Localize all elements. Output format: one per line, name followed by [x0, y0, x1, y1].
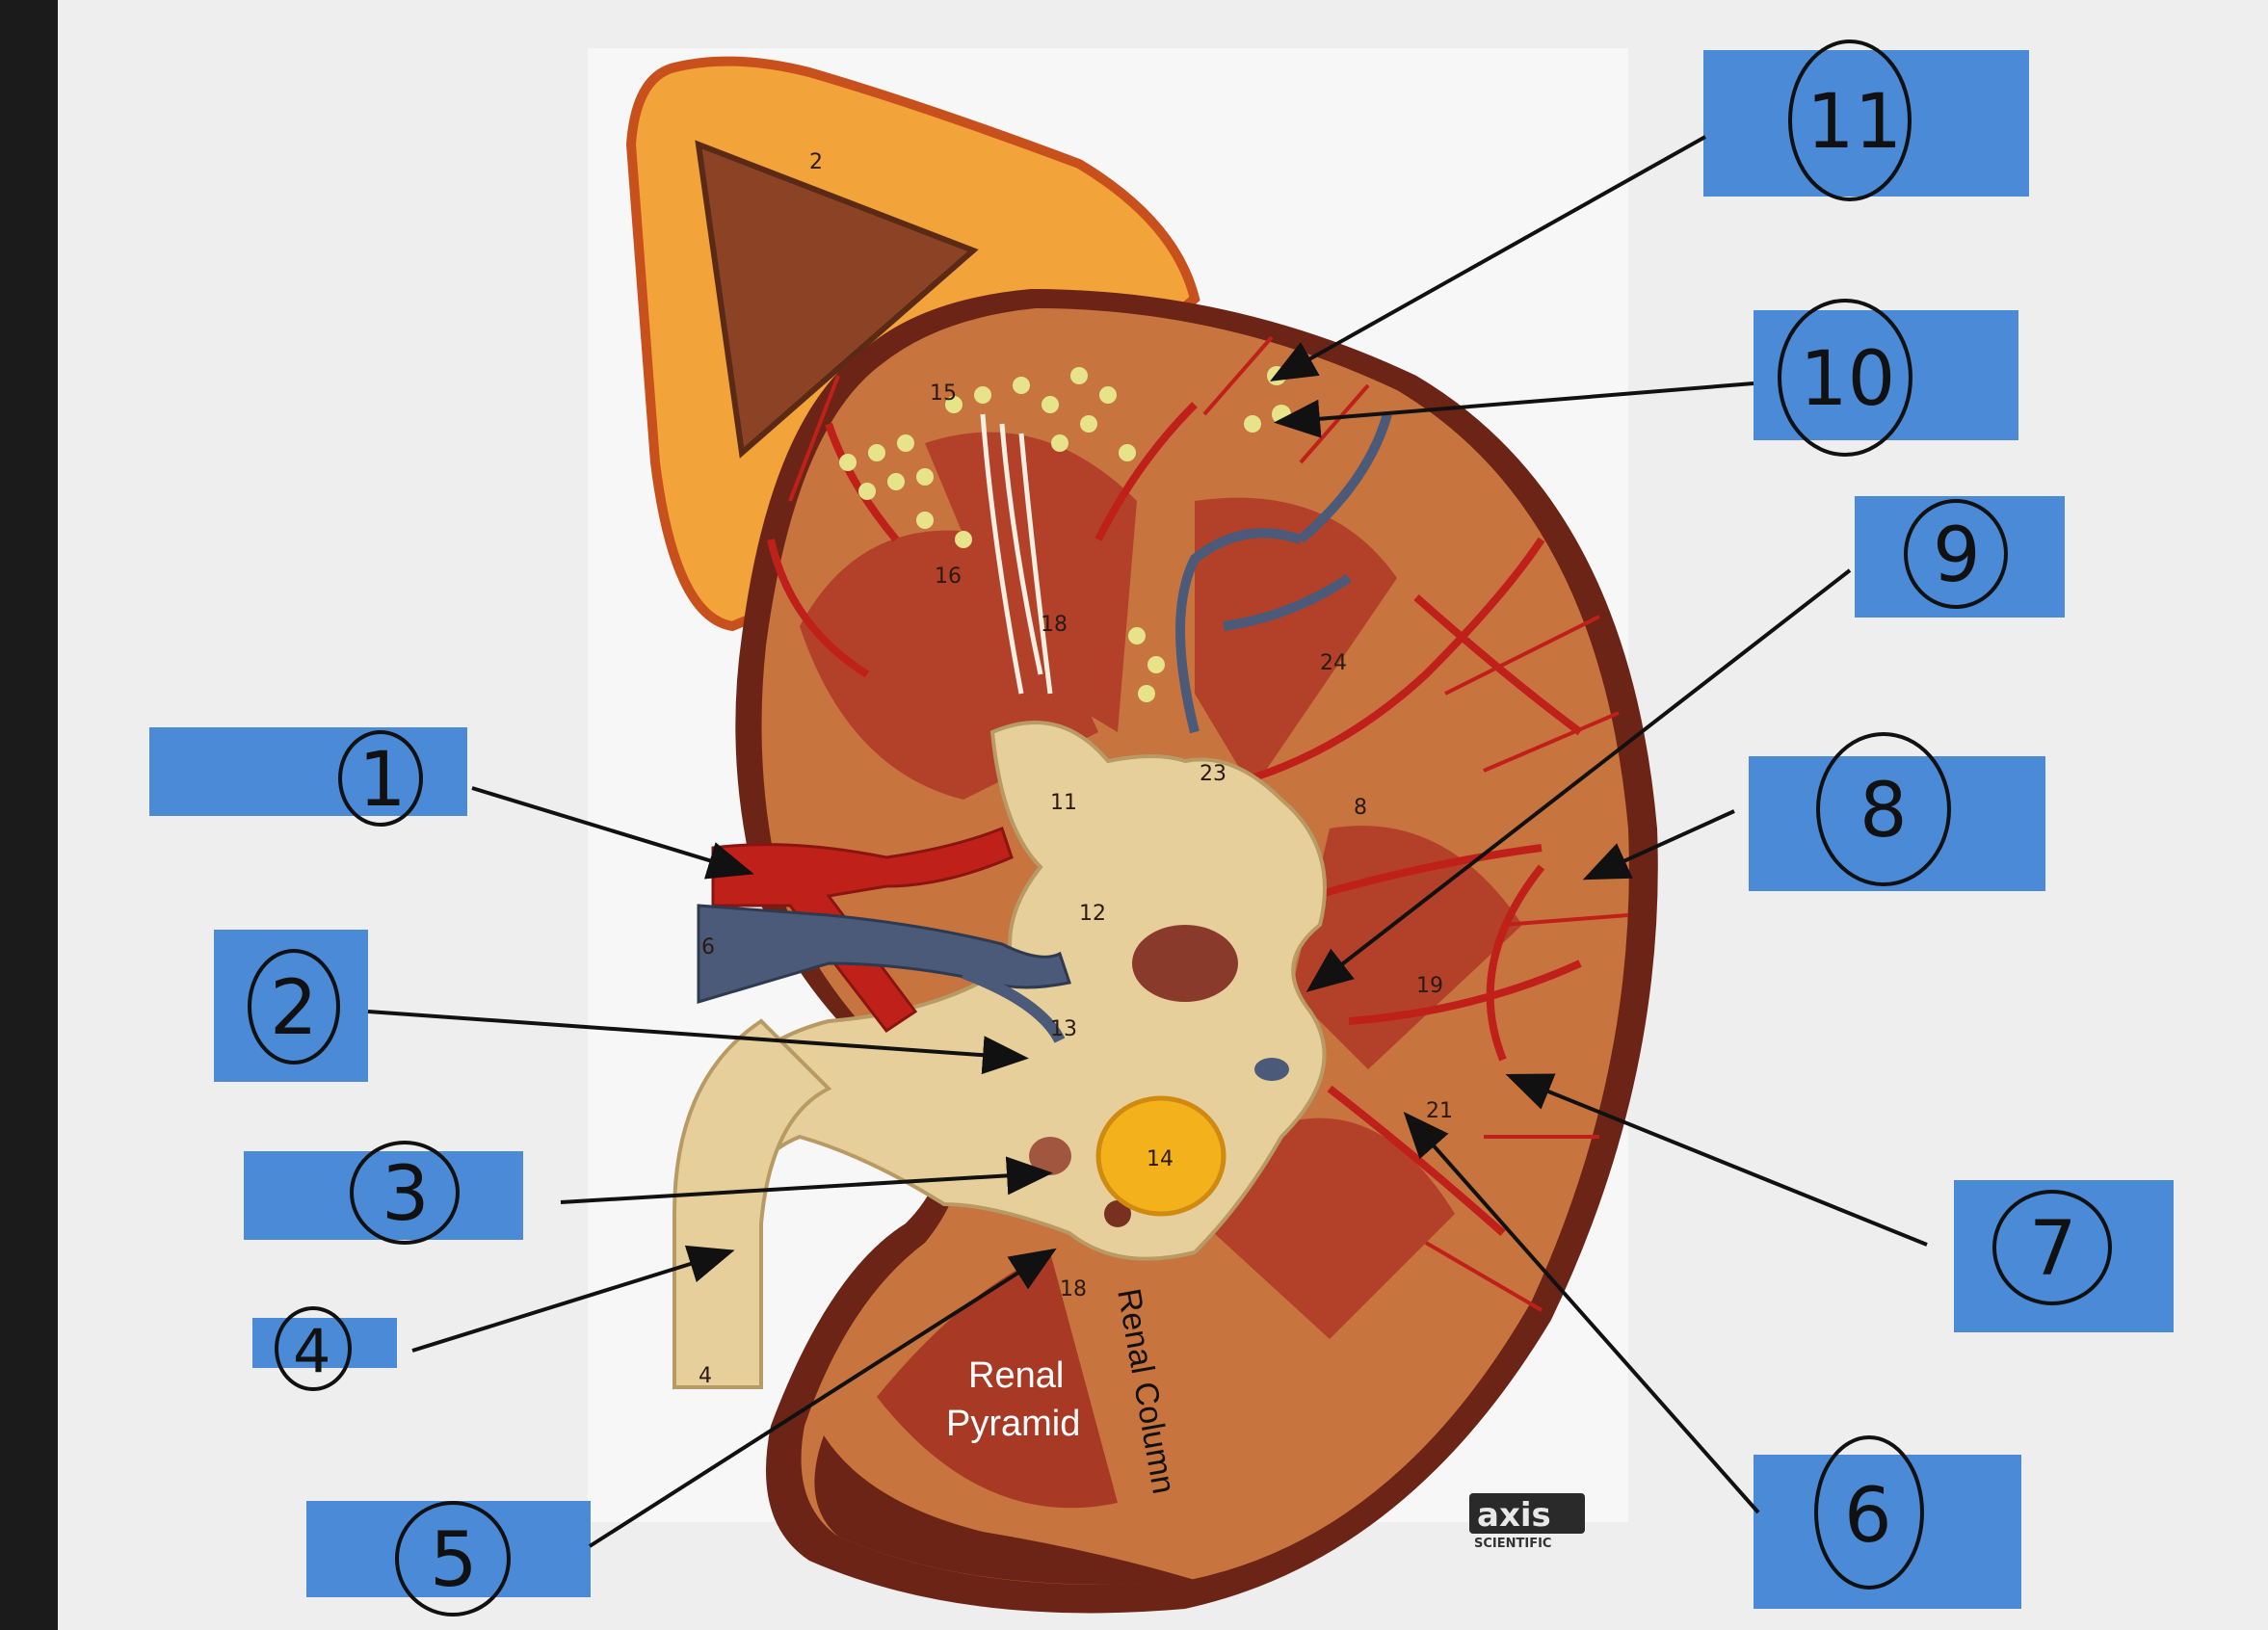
label-box-8[interactable]: [1749, 756, 2045, 891]
kidney-model: 15 16 18 11 12 13 14 23 24 8 4 6 21 19 1…: [672, 289, 1658, 1614]
brand-sub: SCIENTIFIC: [1474, 1537, 1551, 1551]
model-number-11: 11: [1050, 791, 1077, 815]
leader-line-4: [411, 1245, 735, 1353]
circled-text-7: 7: [2029, 1206, 2077, 1293]
leader-line-11: [1270, 135, 1706, 381]
circled-text-10: 10: [1800, 336, 1895, 423]
model-number-6: 6: [701, 935, 715, 960]
leader-lines: [367, 135, 1928, 1548]
model-number-23: 23: [1200, 762, 1226, 786]
circled-text-2: 2: [270, 965, 318, 1052]
circled-text-4: 4: [293, 1316, 330, 1386]
leader-line-5: [588, 1248, 1057, 1548]
circled-number-5: 5: [395, 1501, 511, 1617]
model-number-19: 19: [1416, 974, 1443, 998]
model-number-18b: 18: [1060, 1277, 1087, 1301]
label-box-10[interactable]: [1754, 310, 2018, 440]
circled-text-8: 8: [1859, 768, 1908, 854]
label-box-3[interactable]: [244, 1151, 523, 1240]
leader-line-7: [1505, 1073, 1928, 1247]
circled-text-6: 6: [1844, 1473, 1892, 1560]
label-box-2[interactable]: [214, 930, 368, 1082]
circled-number-4: 4: [275, 1306, 352, 1391]
circled-text-5: 5: [430, 1517, 478, 1604]
label-box-11[interactable]: [1703, 50, 2029, 197]
circled-number-2: 2: [248, 949, 340, 1065]
brand-name: axis: [1477, 1496, 1551, 1535]
model-number-4: 4: [699, 1364, 712, 1388]
board-frame-left: [0, 0, 58, 1630]
circled-number-11: 11: [1788, 39, 1912, 201]
renal-vessels: [697, 827, 1071, 1043]
renal-sinus-fat: [1095, 1095, 1226, 1217]
model-number-12: 12: [1079, 902, 1106, 926]
annotation-renal-pyramid-line2: Pyramid: [946, 1404, 1080, 1444]
leader-line-9: [1305, 568, 1852, 992]
circled-number-1: 1: [338, 730, 423, 827]
model-number-18: 18: [1041, 613, 1068, 637]
circled-number-6: 6: [1814, 1435, 1924, 1590]
model-number-14: 14: [1147, 1147, 1174, 1171]
circled-number-7: 7: [1992, 1190, 2112, 1305]
leader-line-10: [1274, 381, 1754, 438]
model-number-13: 13: [1050, 1017, 1077, 1041]
leader-line-2: [367, 1010, 1029, 1075]
label-box-9[interactable]: [1855, 496, 2065, 618]
label-box-5[interactable]: [306, 1501, 591, 1597]
label-box-7[interactable]: [1954, 1180, 2174, 1332]
circled-text-1: 1: [358, 737, 407, 824]
model-number-15: 15: [930, 381, 957, 406]
circled-number-10: 10: [1778, 299, 1912, 457]
annotation-renal-pyramid-line1: Renal: [968, 1355, 1064, 1396]
model-number-8: 8: [1354, 796, 1367, 820]
circled-text-9: 9: [1933, 513, 1981, 599]
leader-line-3: [560, 1156, 1053, 1204]
leader-line-1: [471, 786, 754, 880]
model-number-2: 2: [809, 150, 823, 174]
circled-number-3: 3: [350, 1141, 460, 1245]
circled-number-9: 9: [1904, 499, 2008, 609]
axis-scientific-logo: axis SCIENTIFIC: [1469, 1493, 1585, 1551]
leader-line-8: [1582, 809, 1735, 881]
model-number-24: 24: [1320, 651, 1347, 675]
circled-number-8: 8: [1816, 732, 1951, 886]
circled-text-11: 11: [1806, 79, 1902, 166]
circled-text-3: 3: [382, 1151, 430, 1238]
leader-line-6: [1403, 1112, 1760, 1514]
model-number-21: 21: [1426, 1099, 1453, 1123]
model-number-16: 16: [935, 565, 962, 589]
